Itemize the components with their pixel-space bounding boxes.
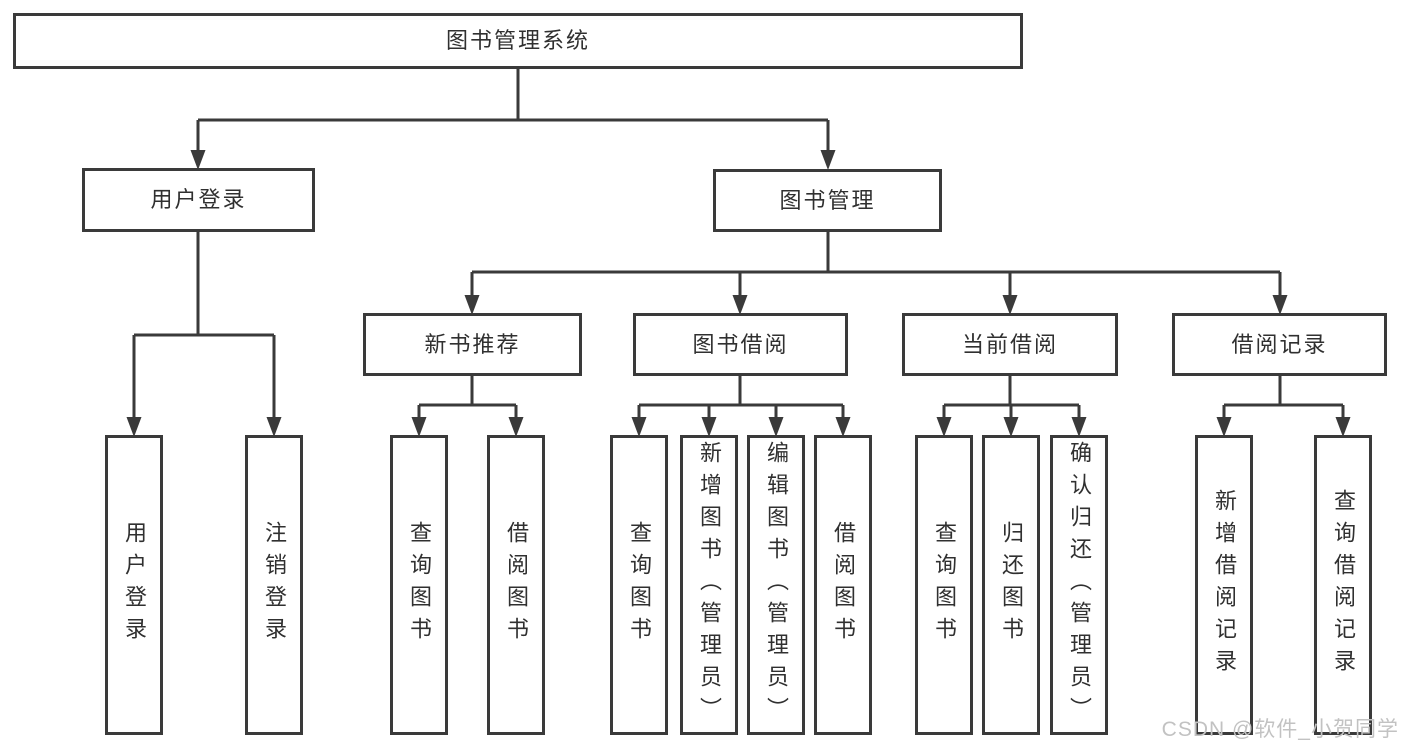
node-new-book-recommend-label: 新书推荐	[424, 331, 521, 357]
arrowheads-level2	[190, 150, 836, 170]
leaf-query-book-current-label: 查询图书	[932, 521, 957, 649]
leaf-query-borrow-record-label: 查询借阅记录	[1331, 489, 1356, 681]
node-user-login: 用户登录	[82, 168, 315, 232]
connector-records-to-children	[1216, 375, 1351, 437]
arrowheads-new-book-children	[411, 417, 524, 437]
node-root-system: 图书管理系统	[13, 13, 1023, 69]
connector-book-mgmt-to-level3	[464, 232, 1288, 315]
leaf-query-book-current: 查询图书	[915, 435, 973, 735]
leaf-query-book-recommend: 查询图书	[390, 435, 448, 735]
connector-root-to-level2	[190, 68, 836, 170]
leaf-confirm-return-admin-label: 确认归还（管理员）	[1067, 441, 1092, 729]
node-current-borrow: 当前借阅	[902, 313, 1118, 376]
leaf-add-borrow-record-label: 新增借阅记录	[1212, 489, 1237, 681]
node-borrow-records: 借阅记录	[1172, 313, 1387, 376]
node-user-login-label: 用户登录	[150, 187, 247, 212]
node-new-book-recommend: 新书推荐	[363, 313, 582, 376]
leaf-edit-book-admin: 编辑图书（管理员）	[747, 435, 805, 735]
arrowheads-current-borrow-children	[936, 417, 1087, 437]
node-book-management: 图书管理	[713, 169, 942, 232]
leaf-logout: 注销登录	[245, 435, 303, 735]
leaf-logout-label: 注销登录	[262, 521, 287, 649]
node-book-management-label: 图书管理	[779, 187, 876, 213]
node-current-borrow-label: 当前借阅	[961, 331, 1058, 357]
node-book-borrow-label: 图书借阅	[692, 331, 789, 357]
leaf-confirm-return-admin: 确认归还（管理员）	[1050, 435, 1108, 735]
leaf-return-book-label: 归还图书	[999, 521, 1024, 649]
leaf-add-borrow-record: 新增借阅记录	[1195, 435, 1253, 735]
leaf-borrow-book-recommend-label: 借阅图书	[504, 521, 529, 649]
leaf-return-book: 归还图书	[982, 435, 1040, 735]
node-root-label: 图书管理系统	[445, 28, 590, 53]
leaf-query-book-borrow-label: 查询图书	[627, 521, 652, 649]
leaf-edit-book-admin-label: 编辑图书（管理员）	[764, 441, 789, 729]
arrowheads-book-borrow-children	[631, 417, 851, 437]
leaf-add-book-admin: 新增图书（管理员）	[680, 435, 738, 735]
connector-current-borrow-to-children	[936, 375, 1087, 437]
leaf-borrow-book-label: 借阅图书	[831, 521, 856, 649]
leaf-borrow-book-recommend: 借阅图书	[487, 435, 545, 735]
leaf-user-login: 用户登录	[105, 435, 163, 735]
leaf-borrow-book: 借阅图书	[814, 435, 872, 735]
arrowheads-user-login-children	[126, 417, 282, 437]
arrowheads-records-children	[1216, 417, 1351, 437]
connector-new-book-to-children	[411, 375, 524, 437]
leaf-add-book-admin-label: 新增图书（管理员）	[697, 441, 722, 729]
leaf-user-login-label: 用户登录	[122, 521, 147, 649]
csdn-watermark: CSDN @软件_小贺同学	[1161, 718, 1399, 741]
leaf-query-book-recommend-label: 查询图书	[407, 521, 432, 649]
leaf-query-borrow-record: 查询借阅记录	[1314, 435, 1372, 735]
connector-book-borrow-to-children	[631, 375, 851, 437]
connector-user-login-to-children	[126, 232, 282, 437]
leaf-query-book-borrow: 查询图书	[610, 435, 668, 735]
node-borrow-records-label: 借阅记录	[1231, 331, 1328, 357]
node-book-borrow: 图书借阅	[633, 313, 848, 376]
arrowheads-level3	[464, 295, 1288, 315]
